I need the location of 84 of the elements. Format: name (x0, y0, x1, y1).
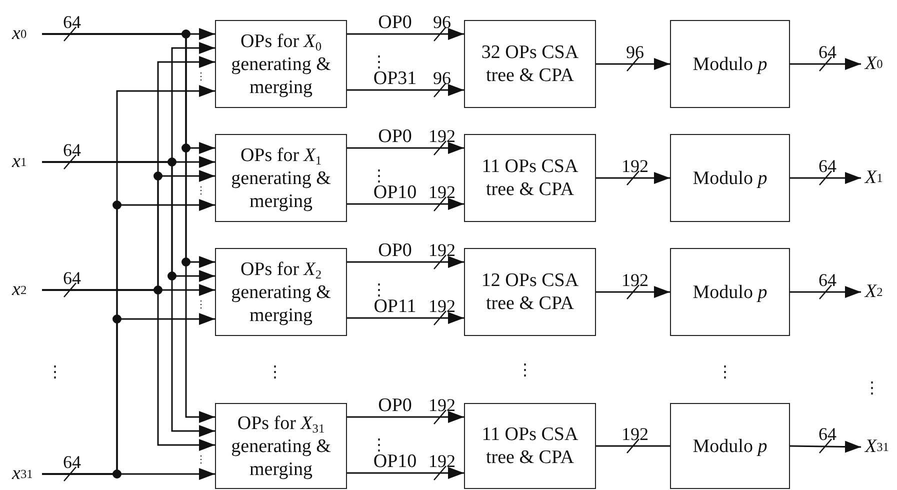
bus-width-label: 192 (622, 157, 648, 175)
arrow (790, 440, 862, 453)
box-label: Modulo p (692, 166, 768, 190)
ellipsis: ⋮ (371, 436, 387, 454)
bus-width-label: 64 (818, 425, 836, 443)
arrow (347, 411, 464, 423)
signal-name: OP10 (373, 452, 417, 472)
ellipsis: ⋮ (371, 53, 387, 71)
bus-width-label: 96 (433, 69, 451, 87)
arrow (790, 172, 861, 184)
bus-width-label: 192 (428, 396, 456, 414)
ellipsis: ⋮ (864, 379, 880, 397)
process-box (670, 20, 790, 108)
bus-width-label: 64 (63, 453, 81, 471)
process-box (215, 403, 347, 489)
signal-name: OP31 (373, 69, 417, 89)
box-label: 11 OPs CSA tree & CPA (481, 423, 579, 469)
bus-width-label: 96 (626, 43, 644, 61)
box-label: Modulo p (692, 280, 768, 304)
bus-width-label: 192 (428, 183, 456, 201)
signal-name: OP0 (378, 127, 412, 147)
arrow (42, 161, 215, 437)
bus-width-label: 64 (818, 157, 836, 175)
arrow (347, 84, 464, 96)
arrow (596, 286, 670, 298)
process-box (670, 134, 790, 222)
bus-width-label: 64 (63, 13, 81, 31)
arrow (347, 312, 464, 324)
process-box (670, 248, 790, 336)
box-label: 32 OPs CSA tree & CPA (481, 41, 579, 87)
signal-name: OP0 (378, 241, 412, 261)
signal-name: OP0 (378, 396, 412, 416)
signal-name: OP10 (373, 183, 417, 203)
arrow (347, 256, 464, 268)
box-label: Modulo p (692, 434, 768, 458)
bus-width-label: 96 (433, 13, 451, 31)
arrow (42, 289, 215, 451)
bus-width-label: 192 (622, 425, 648, 443)
process-box (464, 248, 596, 336)
process-box (215, 134, 347, 222)
box-label: OPs for X$_{0}$ generating & merging (230, 30, 332, 98)
arrow (790, 286, 861, 298)
arrow (347, 198, 464, 210)
arrow (347, 467, 464, 479)
bus-width-label: 64 (818, 271, 836, 289)
arrow (790, 58, 861, 70)
signal-name: OP11 (374, 297, 416, 317)
ellipsis: ⋮ (196, 186, 206, 196)
bus-width-label: 192 (428, 297, 456, 315)
bus-width-label: 64 (818, 43, 836, 61)
arrow (596, 58, 670, 70)
arrow (42, 468, 215, 480)
ellipsis: ⋮ (517, 361, 533, 379)
bus-width-label: 64 (63, 141, 81, 159)
process-box (464, 403, 596, 489)
ellipsis: ⋮ (371, 167, 387, 185)
bus-width-label: 192 (622, 271, 648, 289)
box-label: OPs for X$_{2}$ generating & merging (230, 258, 332, 326)
box-label: OPs for X$_{31}$ generating & merging (230, 412, 332, 480)
ellipsis: ⋮ (267, 363, 283, 381)
process-box (464, 20, 596, 108)
process-box (670, 403, 790, 489)
arrow (347, 28, 464, 40)
ellipsis: ⋮ (47, 363, 63, 381)
box-label: OPs for X$_{1}$ generating & merging (230, 144, 332, 212)
arrow (347, 142, 464, 154)
signal-name: OP0 (378, 13, 412, 33)
process-box (215, 248, 347, 336)
box-label: 12 OPs CSA tree & CPA (481, 269, 579, 315)
bus-width-label: 192 (428, 452, 456, 470)
process-box (464, 134, 596, 222)
box-label: Modulo p (692, 52, 768, 76)
bus-width-label: 192 (428, 127, 456, 145)
ellipsis: ⋮ (196, 300, 206, 310)
bus-width-label: 64 (63, 269, 81, 287)
process-box (215, 20, 347, 108)
box-label: 11 OPs CSA tree & CPA (481, 155, 579, 201)
ellipsis: ⋮ (196, 72, 206, 82)
arrow (42, 33, 215, 423)
arrow (596, 172, 670, 184)
ellipsis: ⋮ (717, 363, 733, 381)
ellipsis: ⋮ (196, 454, 206, 466)
bus-width-label: 192 (428, 241, 456, 259)
ellipsis: ⋮ (371, 281, 387, 299)
